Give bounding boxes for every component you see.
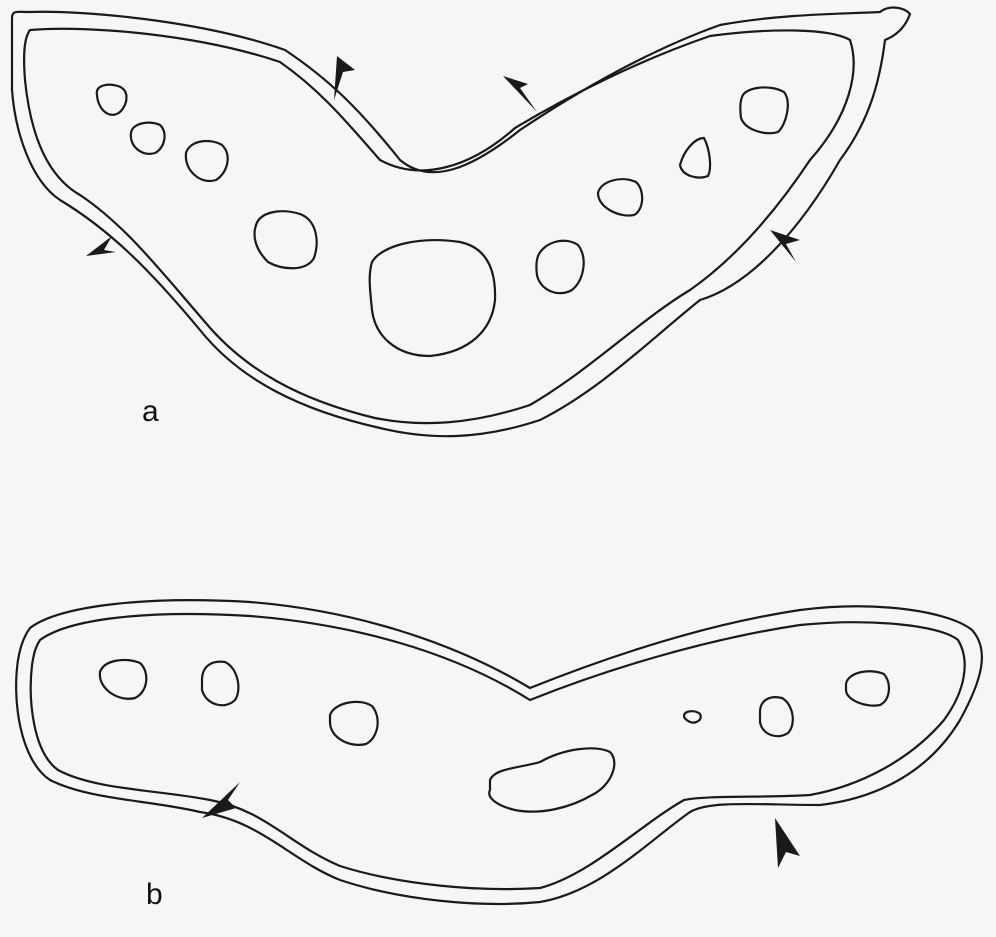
panel-a-hole	[97, 85, 127, 115]
panel-a-arrowhead	[86, 236, 116, 256]
panel-b-hole	[760, 697, 793, 736]
panel-b-hole	[846, 671, 889, 705]
panel-b-arrowhead	[775, 818, 800, 868]
panel-a-drawing	[12, 8, 910, 437]
panel-a-inner-contour	[24, 29, 854, 423]
panel-a-outer-contour	[12, 8, 910, 437]
panel-b-inner-contour	[31, 614, 965, 889]
panel-b-drawing	[16, 600, 982, 904]
panel-b-hole	[489, 748, 614, 811]
panel-a-hole	[598, 179, 642, 215]
panel-a-hole	[370, 240, 495, 356]
panel-label-a: a	[142, 395, 159, 429]
panel-label-b: b	[146, 878, 163, 912]
panel-a-hole	[740, 87, 787, 133]
panel-a-hole	[186, 141, 228, 181]
panel-b-hole	[100, 660, 146, 699]
panel-a-arrowhead	[770, 230, 800, 262]
panel-b-hole	[202, 662, 238, 706]
panel-b-outer-contour	[16, 600, 982, 904]
panel-a-hole	[131, 123, 165, 154]
panel-b-hole	[684, 711, 701, 722]
panel-a-arrowhead	[503, 76, 537, 112]
panel-b-hole	[330, 702, 378, 745]
panel-a-arrowhead	[334, 56, 355, 100]
panel-a-hole	[255, 211, 317, 268]
panel-a-hole	[680, 138, 710, 178]
panel-a-hole	[536, 241, 583, 293]
